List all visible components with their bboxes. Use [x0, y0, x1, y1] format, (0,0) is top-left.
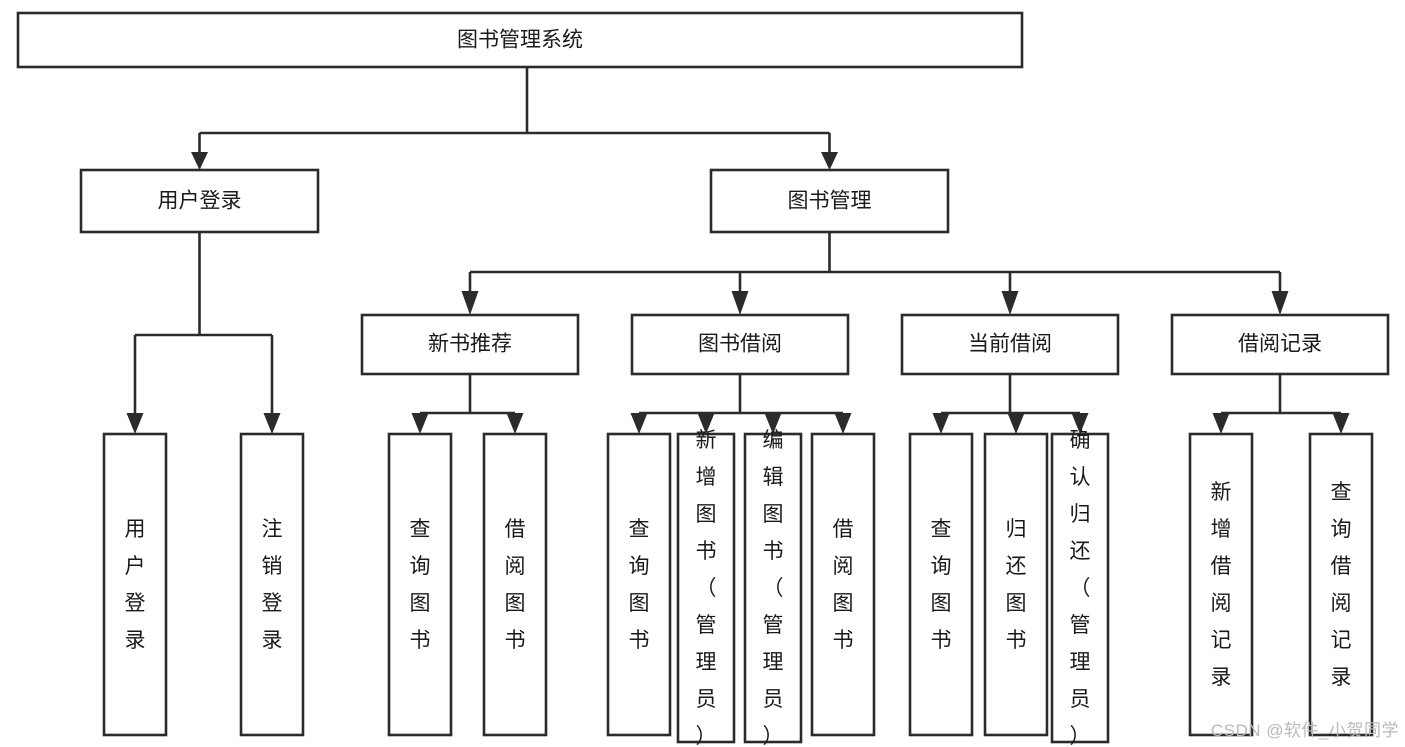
leaf-label: 借阅图书	[833, 518, 854, 652]
node-book-borrow[interactable]: 图书借阅	[630, 313, 850, 376]
current-borrow-label: 当前借阅	[968, 333, 1052, 356]
arrow-to-book-borrow	[731, 291, 749, 315]
leaf-node[interactable]: 查询借阅记录	[1308, 432, 1374, 737]
leaf-nodes-layer: 用户登录 注销登录 查询图书 借阅图书 查询图书 新增图书（管理员） 编辑图书（管理员） 借阅…	[102, 429, 1374, 747]
leaf-label: 新增借阅记录	[1211, 481, 1232, 689]
leaf-box	[810, 432, 876, 737]
arrow-root-to-book-manage	[821, 152, 838, 170]
root-label: 图书管理系统	[457, 29, 583, 52]
arrow-leaf-query-record	[1332, 413, 1350, 434]
arrow-leaf-query-book-1	[411, 413, 429, 434]
leaf-box	[908, 432, 974, 737]
leaf-node[interactable]: 归还图书	[983, 432, 1049, 737]
connectors-layer	[126, 67, 1350, 434]
arrow-leaf-query-book-3	[932, 413, 950, 434]
new-book-rec-label: 新书推荐	[428, 333, 512, 356]
arrow-leaf-user-login	[126, 413, 144, 434]
leaf-box	[387, 432, 453, 737]
leaf-label: 编辑图书（管理员）	[763, 429, 784, 747]
leaf-node[interactable]: 查询图书	[908, 432, 974, 737]
node-user-login[interactable]: 用户登录	[79, 168, 320, 234]
leaf-box	[606, 432, 672, 737]
book-manage-label: 图书管理	[788, 190, 872, 213]
leaf-label: 查询图书	[410, 518, 431, 652]
book-borrow-label: 图书借阅	[698, 333, 782, 356]
arrow-leaf-add-book	[697, 413, 715, 434]
leaf-box	[239, 432, 305, 737]
arrow-to-borrow-record	[1271, 291, 1289, 315]
arrow-to-new-book-rec	[461, 291, 479, 315]
borrow-record-box	[1170, 313, 1390, 376]
arrow-root-to-user-login	[191, 152, 208, 170]
node-root[interactable]: 图书管理系统	[16, 11, 1024, 69]
leaf-box	[1308, 432, 1374, 737]
node-borrow-record[interactable]: 借阅记录	[1170, 313, 1390, 376]
borrow-record-label: 借阅记录	[1238, 333, 1322, 356]
leaf-node[interactable]: 查询图书	[387, 432, 453, 737]
leaf-box	[1188, 432, 1254, 737]
leaf-node[interactable]: 查询图书	[606, 432, 672, 737]
leaf-label: 用户登录	[125, 518, 146, 652]
arrow-leaf-edit-book	[764, 413, 782, 434]
node-book-manage[interactable]: 图书管理	[709, 168, 950, 234]
leaf-label: 查询借阅记录	[1331, 481, 1352, 689]
leaf-node[interactable]: 用户登录	[102, 432, 168, 737]
arrow-leaf-return-book	[1007, 413, 1025, 434]
leaf-node[interactable]: 新增借阅记录	[1188, 432, 1254, 737]
leaf-label: 查询图书	[931, 518, 952, 652]
leaf-node[interactable]: 注销登录	[239, 432, 305, 737]
leaf-node[interactable]: 借阅图书	[482, 432, 548, 737]
leaf-box	[482, 432, 548, 737]
user-login-box	[79, 168, 320, 234]
leaf-node[interactable]: 新增图书（管理员）	[676, 429, 736, 747]
leaf-label: 归还图书	[1006, 518, 1027, 652]
root-box	[16, 11, 1024, 69]
user-login-label: 用户登录	[158, 190, 242, 213]
node-current-borrow[interactable]: 当前借阅	[900, 313, 1120, 376]
leaf-box	[743, 432, 803, 744]
leaf-label: 查询图书	[629, 518, 650, 652]
current-borrow-box	[900, 313, 1120, 376]
leaf-label: 确认归还（管理员）	[1070, 429, 1091, 747]
leaf-box	[676, 432, 736, 744]
arrow-leaf-borrow-book-1	[506, 413, 524, 434]
arrow-leaf-borrow-book-2	[834, 413, 852, 434]
arrow-leaf-user-logout	[263, 413, 281, 434]
arrow-leaf-query-book-2	[630, 413, 648, 434]
arrow-leaf-confirm-return	[1071, 413, 1089, 434]
leaf-node[interactable]: 借阅图书	[810, 432, 876, 737]
leaf-node[interactable]: 确认归还（管理员）	[1050, 429, 1110, 747]
leaf-label: 借阅图书	[505, 518, 526, 652]
book-manage-box	[709, 168, 950, 234]
leaf-box	[102, 432, 168, 737]
leaf-label: 注销登录	[262, 518, 283, 652]
leaf-box	[1050, 432, 1110, 744]
arrow-to-current-borrow	[1001, 291, 1019, 315]
leaf-label: 新增图书（管理员）	[696, 429, 717, 747]
leaf-box	[983, 432, 1049, 737]
new-book-rec-box	[360, 313, 580, 376]
leaf-node[interactable]: 编辑图书（管理员）	[743, 429, 803, 747]
book-borrow-box	[630, 313, 850, 376]
node-new-book-rec[interactable]: 新书推荐	[360, 313, 580, 376]
arrow-leaf-add-record	[1212, 413, 1230, 434]
